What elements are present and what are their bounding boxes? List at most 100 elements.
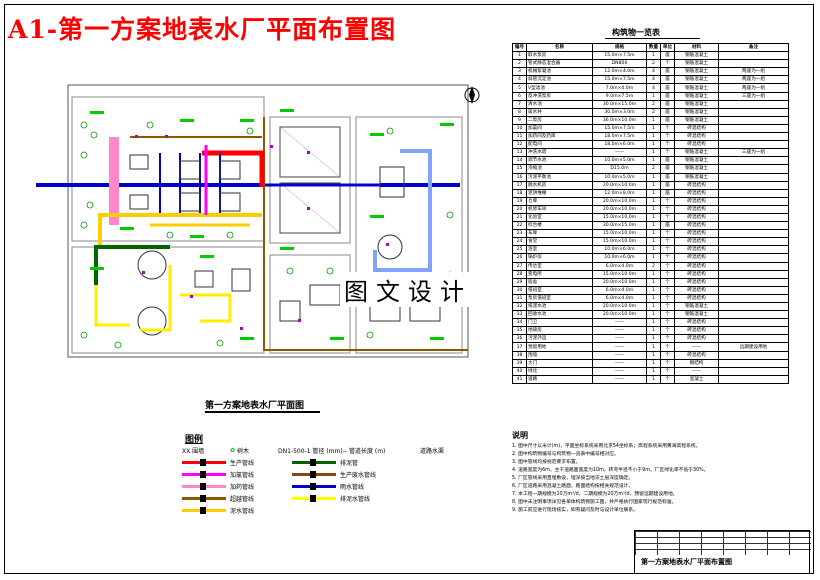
table-cell: 钢筋混凝土 — [674, 51, 719, 61]
table-cell: 大门 — [526, 358, 593, 368]
table-cell: 机械絮凝池 — [526, 67, 593, 77]
plan-title: 第一方案地表水厂平面图 — [205, 401, 305, 411]
table-cell: 10.0m×6.0m — [592, 253, 647, 263]
table-cell: 座 — [660, 115, 675, 125]
table-cell: 20 — [512, 204, 527, 214]
zone-sludge — [71, 246, 265, 354]
table-cell: 1 — [646, 156, 661, 166]
table-cell: 砖混结构 — [674, 188, 719, 198]
table-cell: 配电间 — [526, 140, 593, 150]
table-cell: 1 — [646, 326, 661, 336]
table-cell: 砖混结构 — [674, 277, 719, 287]
table-cell: 1 — [646, 132, 661, 142]
clear-water-tank-1 — [279, 126, 341, 178]
note-line: 9. 施工前应进行现场核实，如有疑问及时与设计单位联系。 — [512, 508, 639, 513]
table-cell: 钢筋混凝土 — [674, 107, 719, 117]
legend-tree: ✿树木 — [230, 447, 250, 455]
table-cell — [718, 301, 789, 312]
table-cell — [718, 293, 789, 304]
table-cell: —— — [592, 342, 647, 352]
table-cell: 钢筋混凝土 — [674, 83, 719, 93]
table-cell: 4 — [646, 83, 661, 93]
table-cell: 1 — [646, 229, 661, 239]
table-cell: 综合楼 — [526, 221, 593, 231]
notes: 1. 图中尺寸以米计(m)，平面坐标系统采用北京54坐标系；高程系统采用黄海高程… — [512, 443, 802, 515]
table-cell: —— — [592, 326, 647, 336]
table-cell — [718, 196, 789, 206]
table-cell: 砖混结构 — [674, 245, 719, 255]
table-cell: 15.0m×7.5m — [592, 123, 647, 134]
table-cell: 个 — [660, 253, 675, 263]
table-cell: 11 — [512, 132, 527, 142]
table-cell: 预留用地 — [526, 342, 593, 352]
zone-pumping — [355, 116, 463, 354]
pipe-sludge — [94, 245, 170, 285]
table-cell: 16 — [512, 172, 527, 182]
pipe-return — [373, 149, 432, 272]
zone-clearwell — [269, 116, 351, 244]
table-cell: 19 — [512, 196, 527, 206]
table-cell — [718, 172, 789, 182]
table-cell — [718, 285, 789, 295]
table-cell: 宿舍 — [526, 277, 593, 287]
table-cell: 两座为一组 — [718, 67, 789, 77]
table-cell: 座 — [660, 75, 675, 85]
title-block-grid — [635, 531, 811, 555]
table-cell: 个 — [660, 350, 675, 360]
equipment-title-underline — [605, 38, 700, 39]
drawing-title: A1-第一方案地表水厂平面布置图 — [8, 15, 397, 44]
table-cell: 30.0m×15.0m — [592, 99, 647, 109]
table-cell: 1 — [646, 123, 661, 134]
table-cell: 6.0m×4.0m — [592, 261, 647, 271]
table-cell — [718, 374, 789, 384]
table-cell: 26 — [512, 253, 527, 263]
table-cell: 8 — [512, 107, 527, 117]
table-cell: 14 — [512, 156, 527, 166]
table-cell: 36 — [512, 334, 527, 344]
table-cell: 钢筋混凝土 — [674, 164, 719, 174]
table-cell: 1 — [646, 51, 661, 61]
table-cell: 1 — [646, 180, 661, 190]
table-cell: 31 — [512, 293, 527, 304]
table-cell: 7 — [512, 99, 527, 109]
col-header: 规格 — [592, 42, 647, 53]
table-cell — [718, 326, 789, 336]
table-cell: —— — [592, 366, 647, 376]
table-cell: 传达室 — [526, 261, 593, 271]
table-cell — [718, 229, 789, 239]
table-cell: 18.0m×6.0m — [592, 140, 647, 150]
table-cell: 座 — [660, 51, 675, 61]
table-header-row: 编号 名称 规格 数量 单位 材料 备注 — [512, 42, 789, 53]
table-cell: 个 — [660, 277, 675, 287]
table-cell: 1 — [646, 91, 661, 101]
col-header: 备注 — [718, 42, 789, 53]
legend-line-1: 加氯管线 — [182, 470, 254, 479]
legend-line-4: 泥水管线 — [182, 506, 254, 515]
site-boundary — [67, 84, 469, 358]
table-cell: 10 — [512, 123, 527, 134]
table-cell — [718, 277, 789, 287]
table-cell: 吸水井 — [526, 107, 593, 117]
table-cell: 排泥水池 — [526, 301, 593, 312]
table-cell: 取水泵房 — [526, 51, 593, 61]
legend-swatch — [292, 495, 336, 502]
watermark-text: 图文设计 — [340, 272, 476, 307]
table-cell: 21 — [512, 212, 527, 223]
table-cell: 20.0m×10.0m — [592, 196, 647, 206]
table-cell: 锅炉房 — [526, 253, 593, 263]
table-cell: 15.0m×10.0m — [592, 229, 647, 239]
site-plan — [36, 84, 480, 358]
table-cell: 15.0m×7.5m — [592, 51, 647, 61]
table-cell: 座 — [660, 172, 675, 182]
table-cell: 1 — [646, 342, 661, 352]
table-cell: 12 — [512, 140, 527, 150]
col-header: 数量 — [646, 42, 661, 53]
table-cell: 砖混结构 — [674, 212, 719, 223]
table-cell: 斜管沉淀池 — [526, 75, 593, 85]
